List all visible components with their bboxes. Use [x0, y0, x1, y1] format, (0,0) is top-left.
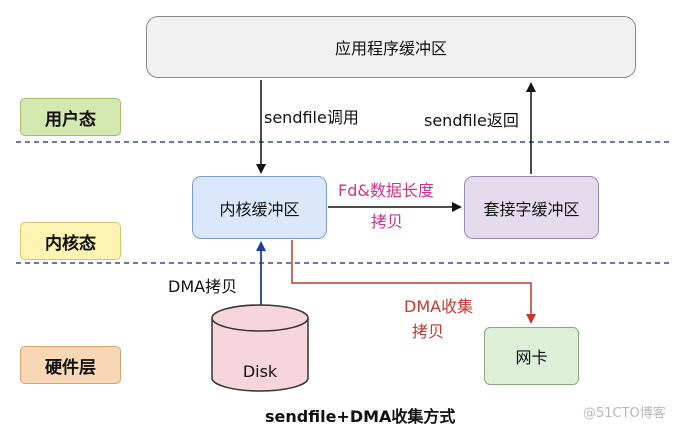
- kernel-buffer-label: 内核缓冲区: [219, 199, 300, 219]
- app-buffer-label: 应用程序缓冲区: [334, 39, 447, 58]
- edge-label-fd-length: Fd&数据长度: [338, 181, 434, 200]
- disk-label: Disk: [242, 362, 278, 381]
- layer-tag-user: 用户态: [20, 98, 121, 136]
- edge-label-dma-copy: DMA拷贝: [168, 277, 238, 296]
- edge-label-sendfile-call: sendfile调用: [264, 108, 359, 127]
- layer-tag-kernel: 内核态: [20, 222, 121, 260]
- arrow-dma-gather: [291, 240, 536, 324]
- disk-cylinder: [211, 304, 309, 392]
- edge-label-dma-gather: DMA收集: [404, 297, 474, 316]
- nic-node: 网卡: [484, 327, 579, 385]
- diagram-caption: sendfile+DMA收集方式: [265, 407, 456, 426]
- nic-label: 网卡: [515, 348, 548, 367]
- socket-buffer-node: 套接字缓冲区: [464, 176, 599, 239]
- app-buffer-node: 应用程序缓冲区: [146, 16, 636, 78]
- edge-label-copy-kernel-socket: 拷贝: [371, 212, 404, 231]
- layer-tag-hardware: 硬件层: [20, 346, 121, 384]
- watermark: @51CTO博客: [583, 406, 666, 421]
- edge-label-dma-gather-copy: 拷贝: [412, 322, 445, 341]
- edge-label-sendfile-return: sendfile返回: [424, 111, 519, 130]
- kernel-buffer-node: 内核缓冲区: [192, 176, 327, 239]
- socket-buffer-label: 套接字缓冲区: [483, 199, 580, 219]
